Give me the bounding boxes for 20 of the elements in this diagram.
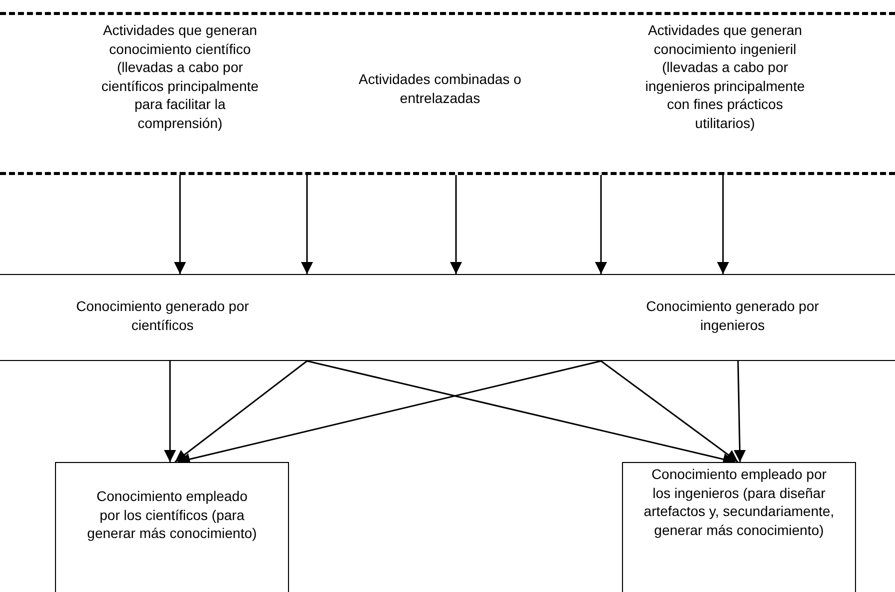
dashed-band bbox=[0, 12, 895, 175]
arrow bbox=[174, 175, 186, 274]
arrow bbox=[734, 360, 746, 462]
process-box bbox=[622, 462, 856, 592]
arrow bbox=[174, 360, 308, 463]
band-label: Actividades que generan conocimiento ingenieril (llevadas a cabo por ingenieros principalmente con fines prácticos utilitarios) bbox=[644, 21, 806, 133]
arrow bbox=[164, 361, 176, 462]
arrow bbox=[301, 175, 313, 274]
band-label: Actividades que generan conocimiento científico (llevadas a cabo por científicos principalmente para facilitar la comprensión) bbox=[100, 21, 260, 133]
process-box bbox=[55, 462, 289, 592]
band-label: Conocimiento generado por científicos bbox=[75, 297, 250, 334]
box-label: Conocimiento empleado por los ingenieros (para diseñar artefactos y, secundariamente, generar más conocimiento) bbox=[643, 465, 835, 540]
box-label: Conocimiento empleado por los científicos (para generar más conocimiento) bbox=[86, 487, 258, 543]
band bbox=[0, 274, 895, 361]
band-label: Conocimiento generado por ingenieros bbox=[645, 297, 820, 334]
arrow bbox=[600, 360, 738, 463]
band-label: Actividades combinadas o entrelazadas bbox=[358, 70, 522, 108]
arrow bbox=[717, 175, 729, 274]
arrow bbox=[595, 175, 607, 274]
arrow bbox=[450, 175, 462, 274]
